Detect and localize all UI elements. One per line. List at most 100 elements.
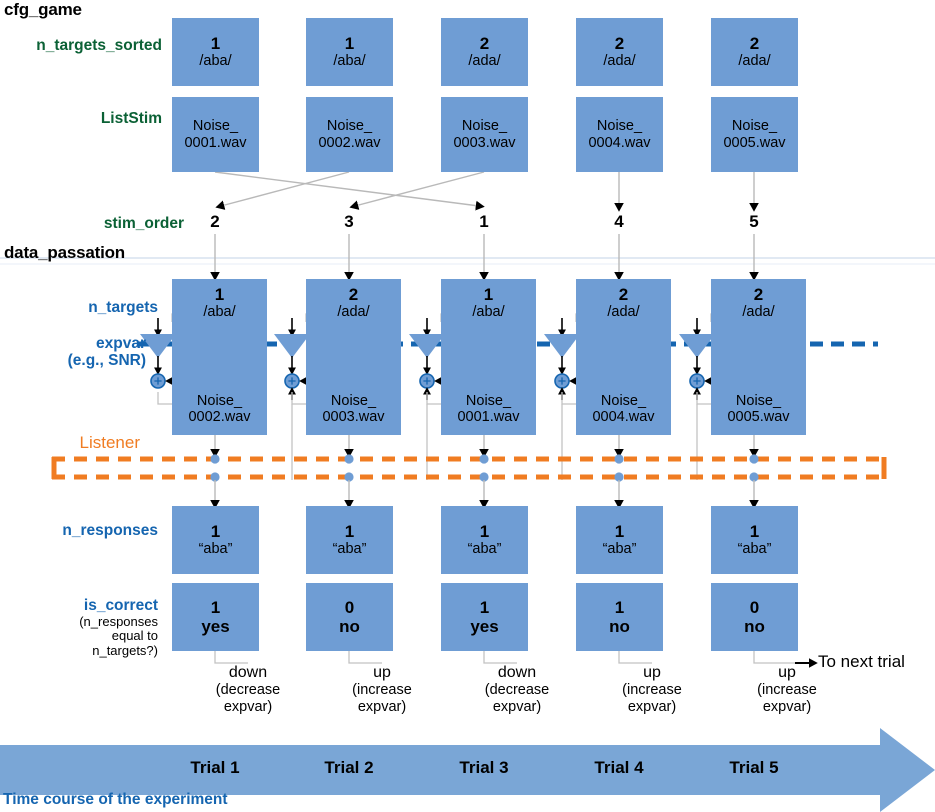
feedback-sub2: expvar) bbox=[627, 698, 677, 715]
is-correct-text: no bbox=[744, 617, 765, 636]
is-correct-box[interactable]: 0 no bbox=[306, 583, 393, 651]
n-targets-sorted-count: 2 bbox=[479, 34, 490, 54]
feedback-caption: up (increase expvar) bbox=[326, 664, 438, 715]
list-stim-box[interactable]: Noise_ 0002.wav bbox=[306, 97, 393, 172]
list-stim-line1: Noise_ bbox=[596, 118, 643, 135]
n-targets-sorted-count: 2 bbox=[749, 34, 760, 54]
passation-trial-box[interactable]: 2 /ada/ Noise_ 0003.wav bbox=[306, 279, 401, 435]
feedback-sub1: (decrease bbox=[215, 682, 281, 699]
n-responses-count: 1 bbox=[344, 522, 355, 542]
timeline-caption: Time course of the experiment bbox=[3, 791, 228, 808]
list-stim-line2: 0005.wav bbox=[723, 134, 786, 151]
section-title-data-passation: data_passation bbox=[4, 243, 125, 262]
passation-stim-line2: 0005.wav bbox=[727, 408, 790, 425]
n-targets-sorted-count: 2 bbox=[614, 34, 625, 54]
feedback-sub1: (increase bbox=[757, 682, 817, 699]
passation-trial-box[interactable]: 1 /aba/ Noise_ 0001.wav bbox=[441, 279, 536, 435]
list-stim-line2: 0002.wav bbox=[318, 134, 381, 151]
n-responses-count: 1 bbox=[614, 522, 625, 542]
n-responses-text: “aba” bbox=[467, 541, 502, 558]
is-correct-value: 1 bbox=[614, 597, 625, 617]
list-stim-line2: 0004.wav bbox=[588, 134, 651, 151]
n-targets-sorted-count: 1 bbox=[210, 34, 221, 54]
feedback-sub1: (increase bbox=[352, 682, 412, 699]
is-correct-box[interactable]: 1 yes bbox=[172, 583, 259, 651]
n-targets-sorted-phoneme: /ada/ bbox=[603, 53, 636, 70]
passation-stim-line2: 0003.wav bbox=[322, 408, 385, 425]
passation-stim-line2: 0004.wav bbox=[592, 408, 655, 425]
n-responses-box[interactable]: 1 “aba” bbox=[576, 506, 663, 574]
passation-stim-line1: Noise_ bbox=[600, 392, 647, 409]
is-correct-box[interactable]: 0 no bbox=[711, 583, 798, 651]
list-stim-line2: 0003.wav bbox=[453, 134, 516, 151]
is-correct-text: no bbox=[609, 617, 630, 636]
feedback-title: up bbox=[373, 664, 391, 681]
stim-order-value: 3 bbox=[344, 212, 354, 231]
list-stim-box[interactable]: Noise_ 0001.wav bbox=[172, 97, 259, 172]
feedback-caption: up (increase expvar) bbox=[731, 664, 843, 715]
row-label-n-targets: n_targets bbox=[88, 299, 158, 316]
is-correct-text: yes bbox=[201, 617, 230, 636]
row-label-list-stim: ListStim bbox=[100, 110, 162, 127]
passation-n-targets: 2 bbox=[753, 285, 764, 304]
passation-stim-group: Noise_ 0005.wav bbox=[711, 393, 806, 425]
passation-target-group: 2 /ada/ bbox=[711, 285, 806, 320]
stim-order-value: 5 bbox=[749, 212, 759, 231]
row-label-is-correct-sub2: equal to bbox=[111, 628, 158, 644]
passation-trial-box[interactable]: 2 /ada/ Noise_ 0005.wav bbox=[711, 279, 806, 435]
feedback-sub1: (decrease bbox=[484, 682, 550, 699]
passation-phoneme: /ada/ bbox=[742, 304, 775, 321]
list-stim-box[interactable]: Noise_ 0005.wav bbox=[711, 97, 798, 172]
passation-stim-line1: Noise_ bbox=[735, 392, 782, 409]
feedback-title: up bbox=[643, 664, 661, 681]
passation-n-targets: 2 bbox=[348, 285, 359, 304]
list-stim-line1: Noise_ bbox=[461, 118, 508, 135]
passation-trial-box[interactable]: 1 /aba/ Noise_ 0002.wav bbox=[172, 279, 267, 435]
n-responses-box[interactable]: 1 “aba” bbox=[441, 506, 528, 574]
row-label-is-correct-sub3: n_targets?) bbox=[92, 642, 158, 658]
n-targets-sorted-box[interactable]: 1 /aba/ bbox=[306, 18, 393, 86]
n-targets-sorted-phoneme: /aba/ bbox=[199, 53, 232, 70]
n-responses-count: 1 bbox=[210, 522, 221, 542]
is-correct-box[interactable]: 1 no bbox=[576, 583, 663, 651]
row-label-expvar-main: expvar bbox=[96, 335, 146, 352]
is-correct-text: yes bbox=[470, 617, 499, 636]
list-stim-box[interactable]: Noise_ 0003.wav bbox=[441, 97, 528, 172]
row-label-is-correct-sub1: (n_responses bbox=[79, 613, 158, 629]
n-responses-text: “aba” bbox=[332, 541, 367, 558]
n-responses-text: “aba” bbox=[737, 541, 772, 558]
n-responses-text: “aba” bbox=[602, 541, 637, 558]
n-targets-sorted-phoneme: /ada/ bbox=[468, 53, 501, 70]
passation-stim-group: Noise_ 0004.wav bbox=[576, 393, 671, 425]
passation-n-targets: 2 bbox=[618, 285, 629, 304]
feedback-title: down bbox=[497, 664, 537, 681]
n-responses-box[interactable]: 1 “aba” bbox=[172, 506, 259, 574]
passation-stim-group: Noise_ 0002.wav bbox=[172, 393, 267, 425]
passation-trial-box[interactable]: 2 /ada/ Noise_ 0004.wav bbox=[576, 279, 671, 435]
passation-stim-line2: 0002.wav bbox=[188, 408, 251, 425]
n-targets-sorted-box[interactable]: 2 /ada/ bbox=[441, 18, 528, 86]
n-responses-box[interactable]: 1 “aba” bbox=[711, 506, 798, 574]
row-label-is-correct: is_correct (n_responses equal to n_targe… bbox=[0, 597, 158, 658]
n-targets-sorted-box[interactable]: 2 /ada/ bbox=[576, 18, 663, 86]
list-stim-box[interactable]: Noise_ 0004.wav bbox=[576, 97, 663, 172]
n-targets-sorted-box[interactable]: 2 /ada/ bbox=[711, 18, 798, 86]
passation-target-group: 2 /ada/ bbox=[576, 285, 671, 320]
row-label-stim-order: stim_order bbox=[103, 215, 184, 232]
is-correct-value: 0 bbox=[344, 597, 355, 617]
timeline-trial-label: Trial 5 bbox=[729, 758, 779, 777]
n-responses-box[interactable]: 1 “aba” bbox=[306, 506, 393, 574]
feedback-caption: down (decrease expvar) bbox=[192, 664, 304, 715]
passation-stim-line1: Noise_ bbox=[330, 392, 377, 409]
is-correct-value: 1 bbox=[210, 597, 221, 617]
passation-stim-line2: 0001.wav bbox=[457, 408, 520, 425]
list-stim-line2: 0001.wav bbox=[184, 134, 247, 151]
feedback-title: up bbox=[778, 664, 796, 681]
passation-phoneme: /aba/ bbox=[203, 304, 236, 321]
n-targets-sorted-box[interactable]: 1 /aba/ bbox=[172, 18, 259, 86]
is-correct-box[interactable]: 1 yes bbox=[441, 583, 528, 651]
row-label-expvar-sub: (e.g., SNR) bbox=[67, 351, 146, 369]
stim-order-value: 1 bbox=[479, 212, 489, 231]
feedback-title: down bbox=[228, 664, 268, 681]
passation-target-group: 2 /ada/ bbox=[306, 285, 401, 320]
